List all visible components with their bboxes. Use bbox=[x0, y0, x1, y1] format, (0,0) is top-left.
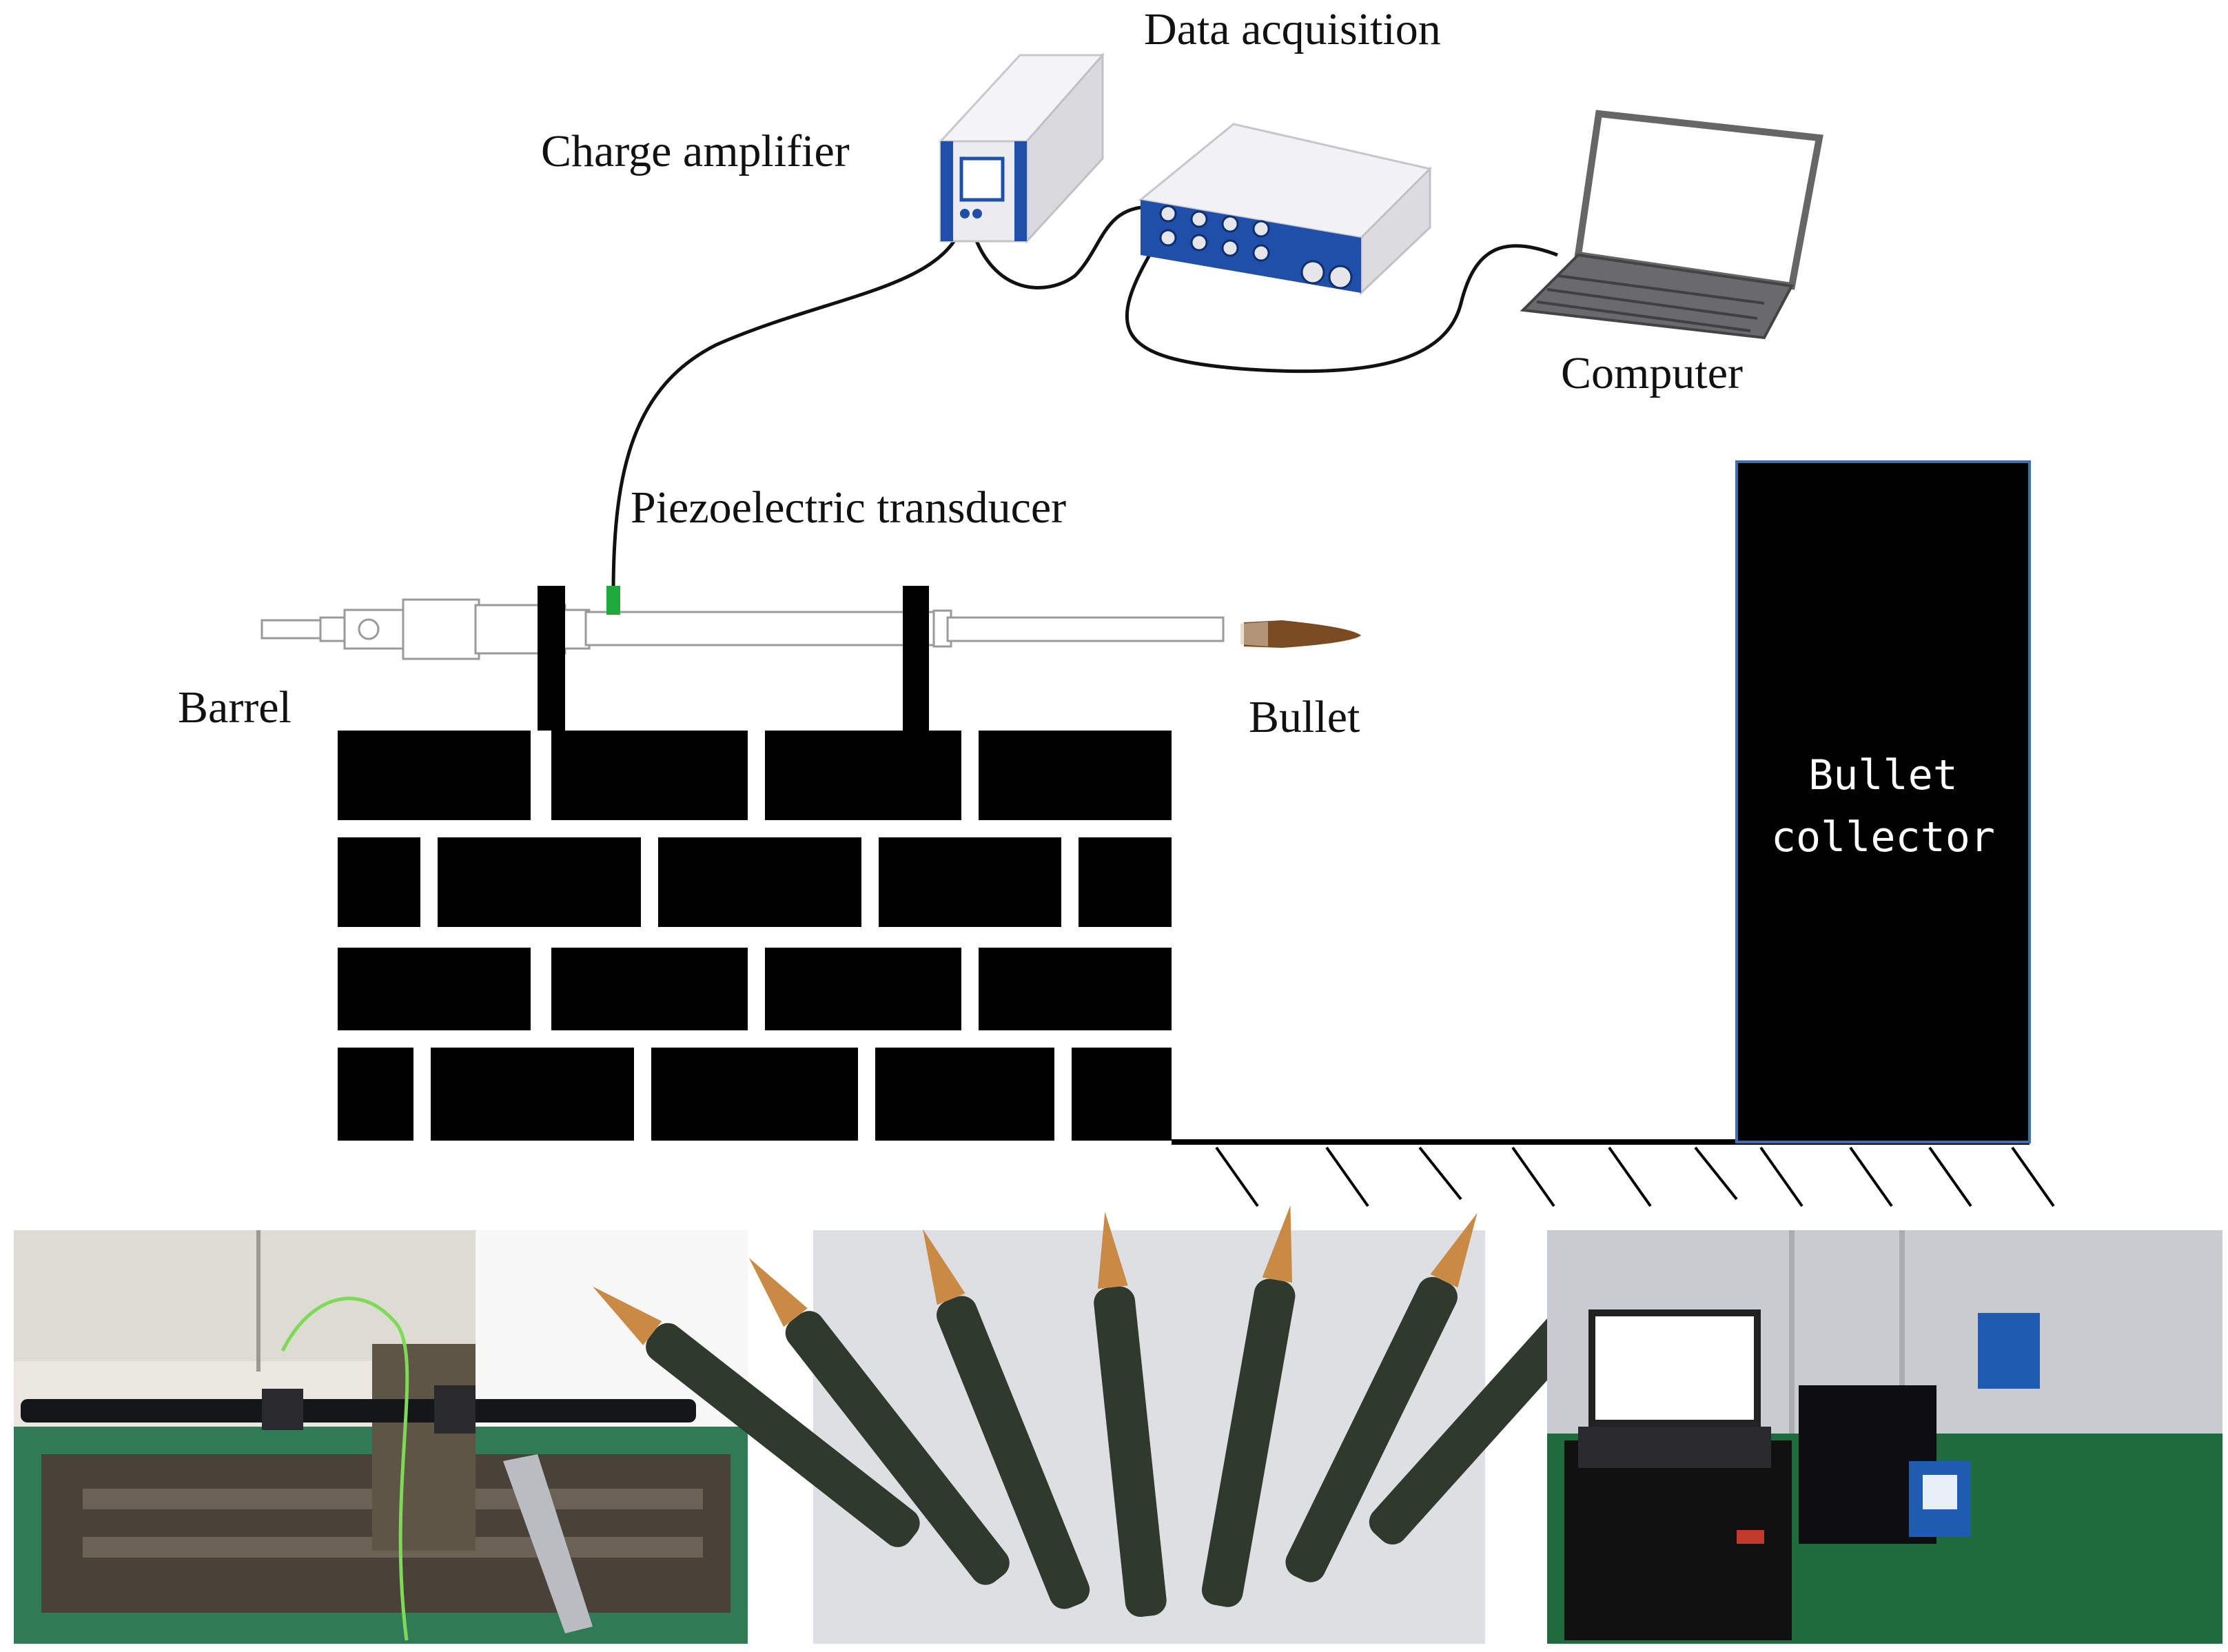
barrel-label: Barrel bbox=[178, 682, 292, 733]
rear-mount-clamp bbox=[903, 586, 929, 731]
charge-amplifier-label: Charge amplifier bbox=[541, 126, 850, 176]
data-acquisition-device bbox=[1138, 123, 1432, 296]
bullet-label: Bullet bbox=[1249, 692, 1360, 742]
cable-amplifier-to-daq bbox=[970, 205, 1152, 289]
ground bbox=[1172, 1139, 2055, 1207]
computer-label: Computer bbox=[1561, 348, 1743, 398]
piezoelectric-transducer bbox=[606, 586, 620, 615]
cable-daq-to-computer bbox=[1125, 240, 1558, 374]
bullet-projectile bbox=[1240, 620, 1361, 648]
barrel-fixture-photo bbox=[14, 1230, 748, 1644]
cable-transducer-to-amplifier bbox=[611, 227, 963, 593]
piezoelectric-transducer-label: Piezoelectric transducer bbox=[631, 482, 1067, 533]
bullet-collector-label: Bullet collector bbox=[1737, 744, 2030, 868]
bullet-collector-label-line2: collector bbox=[1770, 813, 1996, 861]
data-acquisition-label: Data acquisition bbox=[1144, 4, 1441, 54]
front-mount-clamp bbox=[538, 586, 565, 731]
equipment-photo bbox=[1547, 1230, 2222, 1644]
brick-wall bbox=[338, 731, 1172, 1141]
bullet-collector-box bbox=[1735, 460, 2031, 1143]
barrel-assembly bbox=[260, 598, 1225, 660]
charge-amplifier-device bbox=[938, 52, 1105, 244]
laptop-computer bbox=[1520, 110, 1823, 340]
bullet-collector-label-line1: Bullet bbox=[1808, 751, 1958, 799]
cables bbox=[611, 205, 1558, 593]
